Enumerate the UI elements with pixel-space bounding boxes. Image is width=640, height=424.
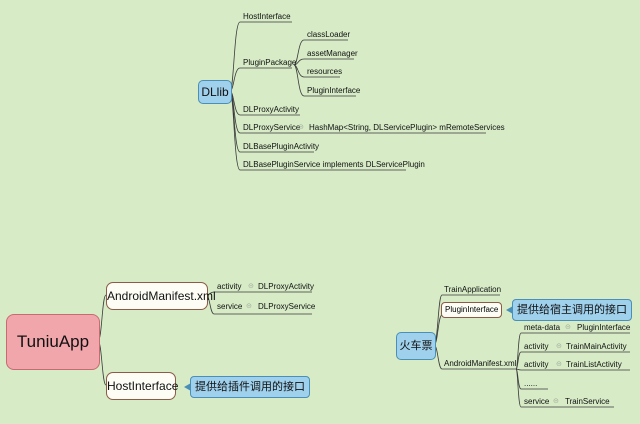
plugin-package-plugininterface[interactable]: PluginInterface [307, 86, 361, 95]
tuniu-manifest-activity-value[interactable]: DLProxyActivity [258, 282, 315, 291]
train-plugin-interface-note[interactable]: 提供给宿主调用的接口 [506, 299, 632, 321]
plugin-package-assetmanager[interactable]: assetManager [307, 49, 358, 58]
train-manifest-activity2-value[interactable]: TrainListActivity [566, 360, 622, 369]
train-manifest-metadata-value[interactable]: PluginInterface [577, 323, 631, 332]
train-manifest-service-value[interactable]: TrainService [565, 397, 610, 406]
plugin-package-resources[interactable]: resources [307, 67, 343, 76]
train-manifest[interactable]: AndroidManifest.xml [444, 359, 517, 368]
tuniu-manifest-service-value[interactable]: DLProxyService [258, 302, 316, 311]
tuniu-host-interface-note[interactable]: 提供给插件调用的接口 [184, 376, 310, 398]
connector-dot-icon: ⊝ [556, 343, 562, 350]
train-manifest-activity1-key[interactable]: activity [524, 342, 549, 351]
train-manifest-activity1-value[interactable]: TrainMainActivity [566, 342, 627, 351]
connector-dot-icon: ⊝ [565, 324, 571, 331]
train-manifest-ellipsis[interactable]: ...... [524, 379, 538, 388]
train-application[interactable]: TrainApplication [444, 285, 502, 294]
dllib-root-node[interactable]: DLlib [198, 80, 232, 104]
connector-dot-icon: ⊝ [246, 303, 252, 310]
train-root-node[interactable]: 火车票 [396, 332, 436, 360]
train-manifest-metadata-key[interactable]: meta-data [524, 323, 561, 332]
train-plugin-interface-node[interactable]: PluginInterface [441, 302, 503, 318]
dllib-proxy-service[interactable]: DLProxyService [243, 123, 301, 132]
tuniu-host-interface-node[interactable]: HostInterface [106, 372, 178, 400]
tuniuapp-root-node[interactable]: TuniuApp [6, 314, 100, 370]
dllib-host-interface[interactable]: HostInterface [243, 12, 291, 21]
connector-dot-icon: ⊝ [556, 361, 562, 368]
train-manifest-activity2-key[interactable]: activity [524, 360, 549, 369]
train-manifest-service-key[interactable]: service [524, 397, 550, 406]
dllib-plugin-package[interactable]: PluginPackage [243, 58, 297, 67]
dllib-proxy-activity[interactable]: DLProxyActivity [243, 105, 300, 114]
dllib-proxy-service-field[interactable]: HashMap<String, DLServicePlugin> mRemote… [309, 123, 505, 132]
connector-dot-icon: ⊝ [248, 283, 254, 290]
plugin-package-classloader[interactable]: classLoader [307, 30, 351, 39]
dllib-base-plugin-activity[interactable]: DLBasePluginActivity [243, 142, 320, 151]
tuniu-manifest-node[interactable]: AndroidManifest.xml [106, 282, 216, 310]
dllib-base-plugin-service[interactable]: DLBasePluginService implements DLService… [243, 160, 425, 169]
tuniu-manifest-service-key[interactable]: service [217, 302, 243, 311]
connector-dot-icon: ⊝ [298, 124, 304, 131]
connector-dot-icon: ⊝ [553, 398, 559, 405]
tuniu-manifest-activity-key[interactable]: activity [217, 282, 242, 291]
